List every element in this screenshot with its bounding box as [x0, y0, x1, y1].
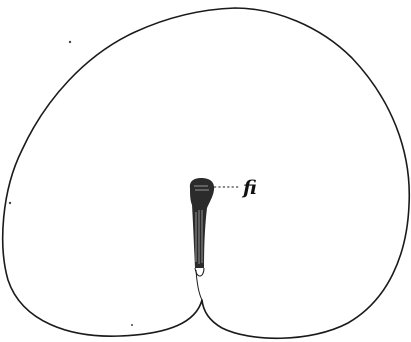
label-fi: fi	[241, 177, 257, 199]
speck	[9, 202, 11, 204]
speck	[131, 324, 133, 326]
speck	[69, 41, 71, 43]
cordate-outline	[3, 8, 410, 338]
funiculus-stalk	[190, 178, 214, 276]
